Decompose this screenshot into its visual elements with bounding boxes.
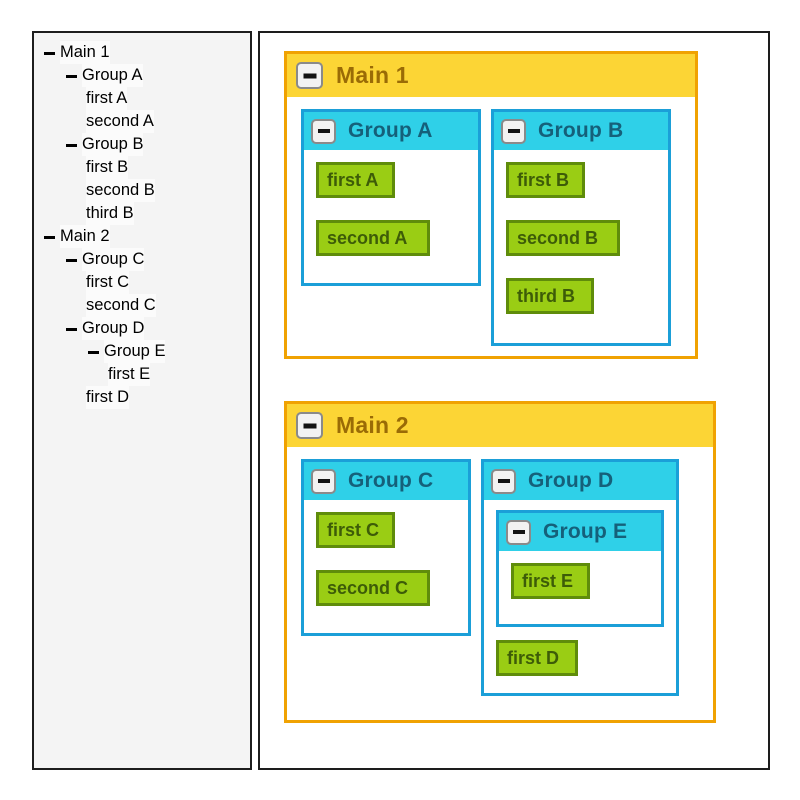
tree-item-label: first E	[108, 363, 151, 386]
minus-icon[interactable]	[296, 412, 323, 439]
tree-item-first-b[interactable]: first B	[34, 156, 250, 179]
tree-item-label: second A	[86, 110, 154, 133]
tree-item-main-1[interactable]: Main 1	[34, 41, 250, 64]
leaf-label: second C	[327, 577, 409, 598]
minus-icon[interactable]	[506, 519, 531, 545]
minus-icon[interactable]	[296, 62, 323, 89]
minus-icon[interactable]	[64, 321, 80, 337]
group-header-group-b[interactable]: Group B	[494, 112, 668, 150]
tree-item-label: first A	[86, 87, 128, 110]
group-title: Group A	[348, 119, 433, 142]
leaf-label: first B	[517, 169, 570, 190]
tree-item-label: Group B	[82, 133, 144, 156]
group-title: Group D	[528, 469, 614, 492]
leaf-box-second-a[interactable]: second A	[316, 220, 430, 256]
tree-item-label: third B	[86, 202, 134, 225]
main-title: Main 1	[336, 62, 409, 88]
group-box-group-b[interactable]: Group B first B second B third B	[491, 109, 671, 346]
leaf-label: first D	[507, 647, 560, 668]
minus-icon[interactable]	[42, 45, 58, 61]
tree-item-third-b[interactable]: third B	[34, 202, 250, 225]
tree-list: Main 1 Group A first A second A Group B …	[34, 33, 250, 409]
tree-item-group-e[interactable]: Group E	[34, 340, 250, 363]
minus-icon[interactable]	[64, 68, 80, 84]
tree-item-group-b[interactable]: Group B	[34, 133, 250, 156]
tree-item-group-a[interactable]: Group A	[34, 64, 250, 87]
main-box-main-1[interactable]: Main 1 Group A first A second A	[284, 51, 698, 359]
tree-item-label: first B	[86, 156, 129, 179]
tree-item-label: first C	[86, 271, 130, 294]
leaf-label: first C	[327, 519, 380, 540]
tree-item-label: second C	[86, 294, 156, 317]
group-body-group-d: Group E first E first D	[484, 500, 676, 693]
tree-item-second-b[interactable]: second B	[34, 179, 250, 202]
main-body-main-1: Group A first A second A Group B	[287, 97, 695, 356]
leaf-box-first-b[interactable]: first B	[506, 162, 585, 198]
group-box-group-a[interactable]: Group A first A second A	[301, 109, 481, 286]
group-header-group-a[interactable]: Group A	[304, 112, 478, 150]
group-body-group-c: first C second C	[304, 500, 468, 633]
main-box-main-2[interactable]: Main 2 Group C first C second C	[284, 401, 716, 723]
tree-item-second-a[interactable]: second A	[34, 110, 250, 133]
group-body-group-b: first B second B third B	[494, 150, 668, 343]
minus-icon[interactable]	[311, 118, 336, 144]
tree-item-first-c[interactable]: first C	[34, 271, 250, 294]
group-box-group-e[interactable]: Group E first E	[496, 510, 664, 627]
leaf-box-first-e[interactable]: first E	[511, 563, 590, 599]
leaf-box-first-d[interactable]: first D	[496, 640, 578, 676]
leaf-label: first A	[327, 169, 379, 190]
tree-item-label: second B	[86, 179, 155, 202]
tree-item-first-d[interactable]: first D	[34, 386, 250, 409]
tree-item-first-a[interactable]: first A	[34, 87, 250, 110]
minus-icon[interactable]	[311, 468, 336, 494]
leaf-box-third-b[interactable]: third B	[506, 278, 594, 314]
main-title: Main 2	[336, 412, 409, 438]
minus-icon[interactable]	[42, 229, 58, 245]
group-title: Group C	[348, 469, 434, 492]
tree-item-main-2[interactable]: Main 2	[34, 225, 250, 248]
tree-item-label: Main 1	[60, 41, 110, 64]
main-header-main-2[interactable]: Main 2	[287, 404, 713, 447]
group-body-group-a: first A second A	[304, 150, 478, 283]
group-header-group-c[interactable]: Group C	[304, 462, 468, 500]
group-box-group-d[interactable]: Group D Group E first E	[481, 459, 679, 696]
tree-item-first-e[interactable]: first E	[34, 363, 250, 386]
leaf-box-first-c[interactable]: first C	[316, 512, 395, 548]
main-header-main-1[interactable]: Main 1	[287, 54, 695, 97]
tree-item-second-c[interactable]: second C	[34, 294, 250, 317]
tree-item-label: first D	[86, 386, 130, 409]
minus-icon[interactable]	[86, 344, 102, 360]
leaf-box-first-a[interactable]: first A	[316, 162, 395, 198]
leaf-box-second-b[interactable]: second B	[506, 220, 620, 256]
tree-item-group-d[interactable]: Group D	[34, 317, 250, 340]
leaf-label: second B	[517, 227, 599, 248]
minus-icon[interactable]	[491, 468, 516, 494]
minus-icon[interactable]	[64, 137, 80, 153]
tree-item-label: Group A	[82, 64, 143, 87]
leaf-label: first E	[522, 570, 574, 591]
leaf-box-second-c[interactable]: second C	[316, 570, 430, 606]
minus-icon[interactable]	[64, 252, 80, 268]
group-box-group-c[interactable]: Group C first C second C	[301, 459, 471, 636]
group-title: Group E	[543, 520, 628, 543]
tree-item-label: Group C	[82, 248, 145, 271]
group-header-group-d[interactable]: Group D	[484, 462, 676, 500]
tree-panel: Main 1 Group A first A second A Group B …	[32, 31, 252, 770]
diagram-canvas-panel: Main 1 Group A first A second A	[258, 31, 770, 770]
group-body-group-e: first E	[499, 551, 661, 624]
main-body-main-2: Group C first C second C Group D	[287, 447, 713, 720]
group-title: Group B	[538, 119, 624, 142]
tree-item-label: Group E	[104, 340, 166, 363]
minus-icon[interactable]	[501, 118, 526, 144]
tree-item-label: Group D	[82, 317, 145, 340]
group-header-group-e[interactable]: Group E	[499, 513, 661, 551]
tree-item-label: Main 2	[60, 225, 110, 248]
leaf-label: third B	[517, 285, 575, 306]
leaf-label: second A	[327, 227, 408, 248]
tree-item-group-c[interactable]: Group C	[34, 248, 250, 271]
